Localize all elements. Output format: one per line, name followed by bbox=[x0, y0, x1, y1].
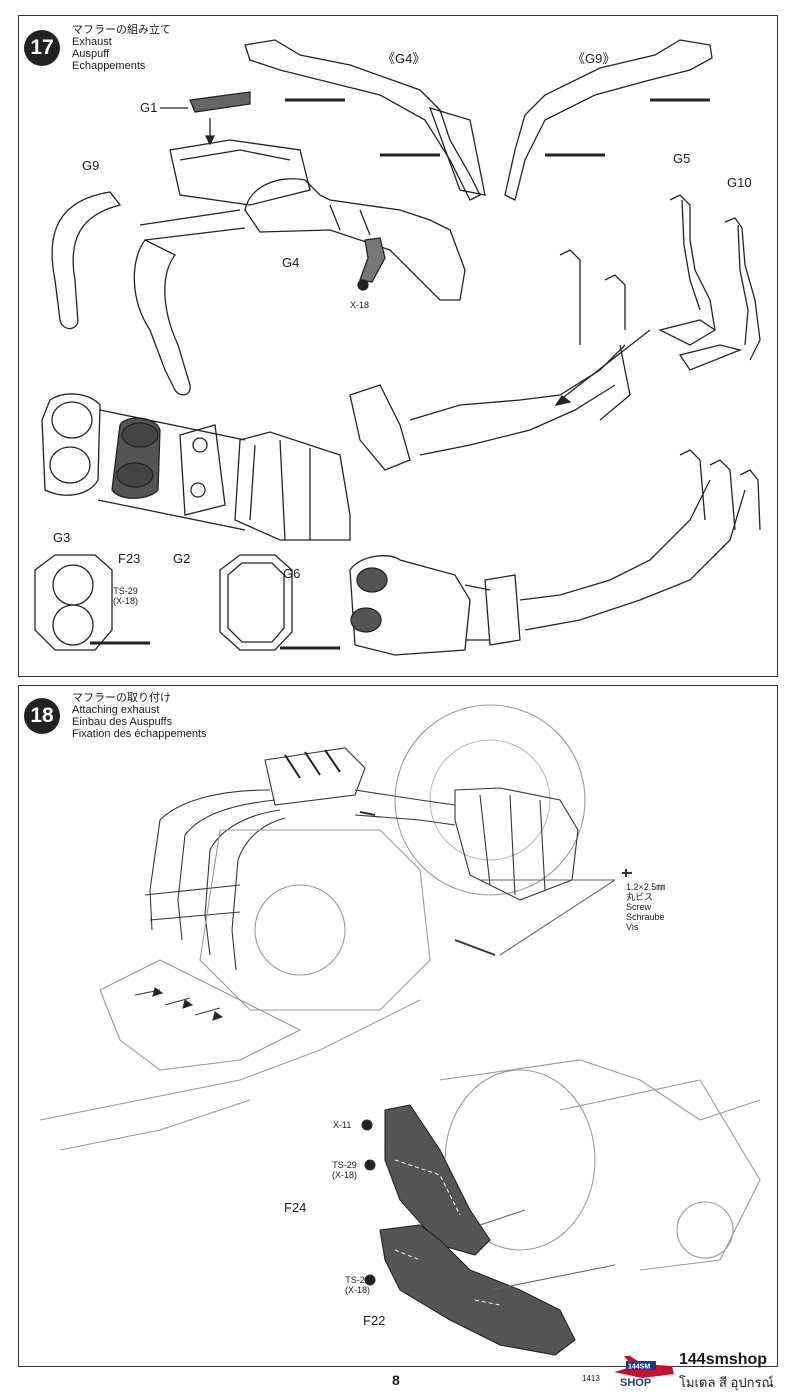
paint-f24-line2: (X-18) bbox=[332, 1170, 358, 1180]
part-g10-label: G10 bbox=[727, 175, 752, 190]
part-g6-label: G6 bbox=[283, 566, 301, 581]
part-g1-label: G1 bbox=[140, 100, 158, 115]
page-number: 8 bbox=[392, 1372, 400, 1388]
svg-text:144SM: 144SM bbox=[628, 1364, 650, 1371]
part-g5-label: G5 bbox=[673, 151, 691, 166]
step-17-title-en: Exhaust bbox=[72, 36, 112, 48]
step-17-title-de: Auspuff bbox=[72, 48, 110, 60]
part-g2-label: G2 bbox=[173, 551, 191, 566]
paint-f22-label: TS-29 (X-18) bbox=[345, 1275, 370, 1295]
part-g9-label: G9 bbox=[82, 158, 100, 173]
shop-logo-icon: 144SM bbox=[614, 1356, 674, 1378]
screw-jp: 丸ビス bbox=[626, 892, 654, 902]
paint-f22-line2: (X-18) bbox=[345, 1285, 371, 1295]
paint-f24-label: TS-29 (X-18) bbox=[332, 1160, 357, 1180]
paint-x11-label: X-11 bbox=[333, 1120, 352, 1130]
paint-f24-line1: TS-29 bbox=[332, 1160, 357, 1170]
paint-f23-line2: (X-18) bbox=[113, 596, 139, 606]
part-f23-label: F23 bbox=[118, 551, 141, 566]
screw-fr: Vis bbox=[626, 922, 639, 932]
step-17-number: 17 bbox=[24, 30, 60, 66]
step-18-title-jp: マフラーの取り付け bbox=[72, 692, 171, 704]
step-17-panel bbox=[18, 15, 778, 677]
part-g4-label: G4 bbox=[282, 255, 300, 270]
part-f22-label: F22 bbox=[363, 1313, 386, 1328]
step-18-title-de: Einbau des Auspuffs bbox=[72, 716, 173, 728]
paint-f23-line1: TS-29 bbox=[113, 586, 138, 596]
view-g4-label: 《G4》 bbox=[382, 51, 426, 66]
shop-subtitle: โมเดล สี อุปกรณ์ bbox=[679, 1375, 774, 1390]
screw-size: 1.2×2.5㎜ bbox=[626, 882, 666, 892]
paint-x18-label: X-18 bbox=[350, 300, 370, 310]
part-f24-label: F24 bbox=[284, 1200, 307, 1215]
step-17-title-fr: Echappements bbox=[72, 60, 146, 72]
screw-label: 1.2×2.5㎜ 丸ビス Screw Schraube Vis bbox=[626, 882, 665, 932]
view-g9-label: 《G9》 bbox=[572, 51, 616, 66]
step-17-title-jp: マフラーの組み立て bbox=[72, 24, 171, 36]
screw-de: Schraube bbox=[626, 912, 665, 922]
shop-tag: SHOP bbox=[620, 1377, 652, 1389]
paint-f22-line1: TS-29 bbox=[345, 1275, 370, 1285]
part-g3-label: G3 bbox=[53, 530, 71, 545]
shop-name: 144smshop bbox=[679, 1351, 768, 1368]
step-17-titles: マフラーの組み立て Exhaust Auspuff Echappements bbox=[72, 24, 171, 72]
step-18-titles: マフラーの取り付け Attaching exhaust Einbau des A… bbox=[72, 692, 207, 740]
screw-en: Screw bbox=[626, 902, 652, 912]
kit-code: 1413 bbox=[582, 1374, 600, 1383]
step-18-number: 18 bbox=[24, 698, 60, 734]
paint-f23-label: TS-29 (X-18) bbox=[113, 586, 138, 606]
step-18-title-en: Attaching exhaust bbox=[72, 704, 160, 716]
step-18-title-fr: Fixation des échappements bbox=[72, 728, 207, 740]
